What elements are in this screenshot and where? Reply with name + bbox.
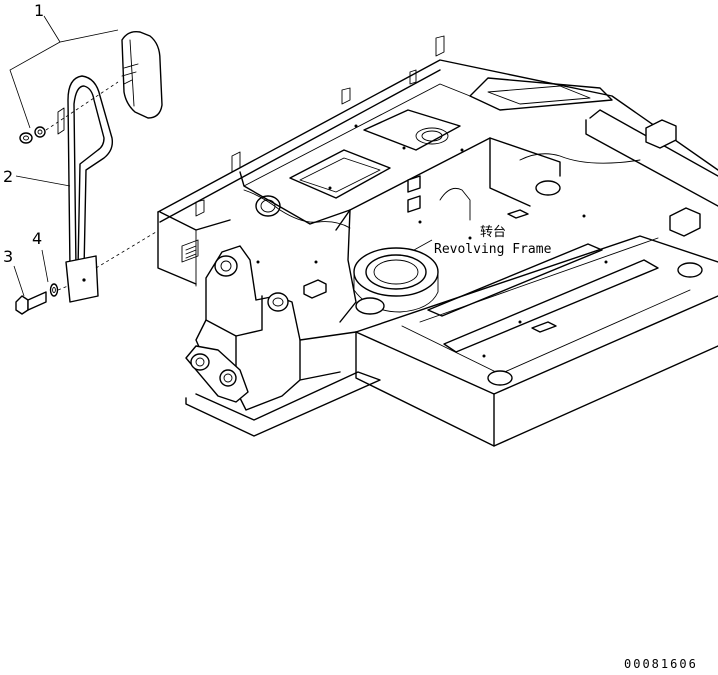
frame-left-hole [255, 195, 281, 217]
deck-block-2 [507, 209, 529, 219]
frame-inner-rail-top [243, 83, 471, 187]
callout-3[interactable]: 3 [3, 247, 25, 297]
callout-1-number: 1 [34, 1, 44, 20]
mirror-plate [121, 30, 163, 119]
frame-left-deck [159, 211, 231, 231]
handrail-inner [73, 85, 105, 269]
callout-1[interactable]: 1 [9, 1, 119, 129]
washer-nut-part-1 [19, 126, 46, 144]
callout-2-leader [15, 175, 71, 187]
callout-3-number: 3 [3, 247, 13, 266]
frame-center-plate-top [335, 137, 561, 231]
frame-top-back-edge [157, 59, 718, 213]
frame-deck-mid-edge [355, 295, 718, 395]
frame-label-chinese: 转台 [480, 225, 506, 240]
frame-front-left-edge [157, 211, 197, 285]
frame-deck-rib [443, 259, 659, 353]
callout-4[interactable]: 4 [32, 229, 49, 283]
callout-3-leader [13, 265, 25, 297]
handrail-assembly-line [95, 231, 157, 269]
deck-block [531, 321, 557, 333]
frame-center-tabs [407, 175, 421, 213]
handrail-bracket [65, 255, 99, 303]
frame-label-leader [413, 239, 433, 251]
washer-part-4[interactable] [49, 283, 59, 297]
frame-front-bottom [185, 371, 381, 437]
deck-pad-1 [487, 370, 513, 386]
frame-top-back-edge-2 [159, 69, 441, 223]
frame-right-block-2 [669, 207, 701, 237]
drawing-number: 00081606 [624, 657, 698, 671]
bolt-part-3[interactable] [15, 291, 47, 315]
frame-front-lower [299, 371, 341, 381]
frame-center-cutout [439, 187, 471, 221]
wire-harness-2 [519, 153, 641, 164]
bolt-shank [27, 291, 47, 311]
revolving-frame[interactable] [157, 35, 718, 447]
handrail-outer [67, 75, 114, 271]
bolt-head [15, 295, 29, 315]
frame-louver [181, 239, 199, 263]
mirror-assembly[interactable] [19, 30, 163, 144]
swing-ring [353, 247, 439, 313]
frame-deck-bottom-edge [355, 331, 718, 447]
frame-rear-right-deck [469, 77, 613, 111]
wire-harness [243, 189, 351, 229]
callout-4-number: 4 [32, 229, 42, 248]
mirror-bolt [121, 63, 139, 85]
deck-pad-2 [677, 262, 703, 278]
frame-top-brackets [195, 35, 445, 217]
frame-right-rail-lower [585, 119, 718, 207]
frame-center-plate-right [489, 137, 531, 207]
callout-2-number: 2 [3, 167, 13, 186]
callout-1-leader [43, 15, 119, 43]
handrail-clip [57, 107, 65, 135]
frame-deck-rib-2 [427, 243, 603, 317]
frame-small-block [303, 279, 327, 299]
frame-center-opening [289, 149, 391, 199]
callout-2[interactable]: 2 [3, 167, 71, 187]
deck-pad-3 [535, 180, 561, 196]
callout-1-leader-2 [9, 41, 61, 129]
bolt-assembly-line [57, 285, 69, 291]
handrail[interactable] [57, 75, 157, 303]
frame-inner-rail [239, 171, 351, 225]
frame-right-rail [589, 109, 718, 177]
frame-bolt-dots [256, 124, 608, 358]
callout-4-leader [41, 249, 49, 283]
boom-mount [185, 245, 301, 411]
frame-front-top [299, 331, 357, 341]
frame-right-block [645, 119, 677, 149]
frame-rear-opening [363, 109, 461, 151]
frame-label-english: Revolving Frame [434, 242, 552, 257]
motor-pad [355, 297, 385, 315]
frame-center-plate-left [339, 209, 357, 323]
